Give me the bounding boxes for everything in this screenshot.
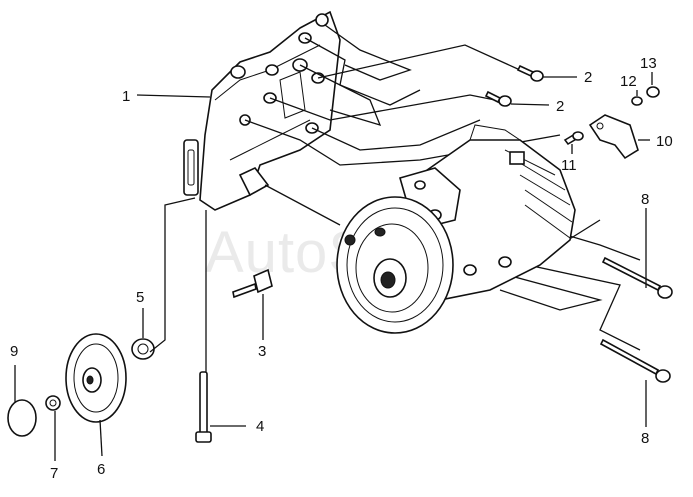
cap-9 [7,399,37,437]
callout-9: 9 [10,343,18,360]
callout-8-lower: 8 [641,430,649,447]
bolt-2-upper [516,64,544,82]
callout-12: 12 [620,73,637,90]
callout-8-upper: 8 [641,191,649,208]
nut-7 [45,395,61,411]
callout-3: 3 [258,343,266,360]
spacer-5 [131,338,155,360]
bolt-2-lower [484,90,512,107]
callout-labels: 1 2 2 3 4 5 6 7 8 8 9 10 11 12 13 [10,55,673,482]
nut-13 [646,86,660,98]
washer-12 [631,96,643,106]
callout-13: 13 [640,55,657,72]
callout-2-upper: 2 [584,69,592,86]
mounting-bracket [183,10,341,211]
leader-lines [14,72,653,461]
pulley-6 [65,333,127,423]
callout-4: 4 [256,418,264,435]
bolt-4 [195,371,212,443]
callout-6: 6 [97,461,105,478]
bolt-8-lower [599,338,671,383]
callout-5: 5 [136,289,144,306]
ac-compressor [336,124,576,334]
callout-11: 11 [561,157,577,174]
callout-10: 10 [656,133,673,150]
callout-2-lower: 2 [556,98,564,115]
callout-1: 1 [122,88,130,105]
bolt-11 [563,131,584,146]
bolt-8-upper [601,256,673,299]
bracket-10 [588,114,639,160]
callout-7: 7 [50,465,58,482]
stud-3 [232,268,273,299]
